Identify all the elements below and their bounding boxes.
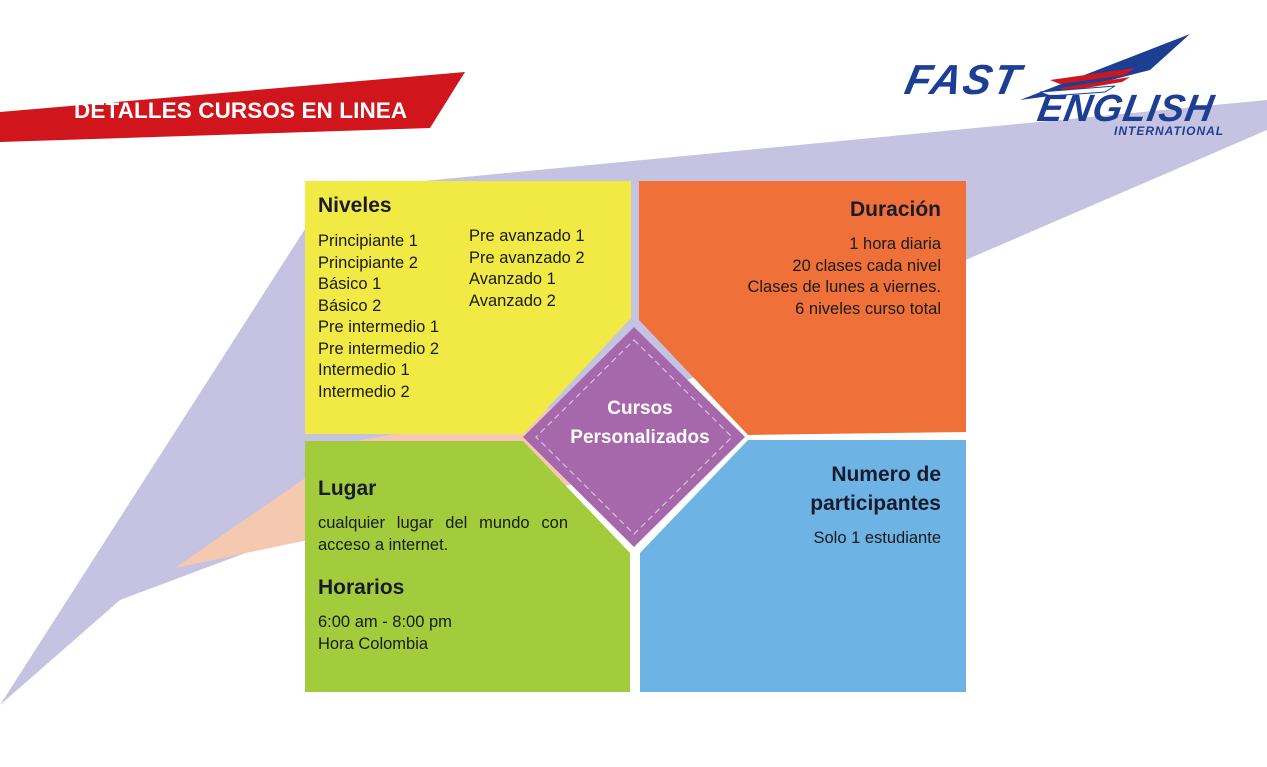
nivel-item: Básico 1	[318, 275, 382, 293]
participantes-item: Solo 1 estudiante	[813, 529, 941, 547]
participantes-title-1: Numero de	[831, 463, 941, 486]
participantes-title-2: participantes	[810, 492, 941, 515]
nivel-item: Pre intermedio 2	[318, 339, 440, 358]
nivel-item: Pre avanzado 1	[469, 227, 585, 245]
nivel-item: Avanzado 1	[469, 270, 556, 288]
banner-shape	[0, 72, 465, 142]
horarios-section: Horarios 6:00 am - 8:00 pm Hora Colombia	[318, 576, 452, 655]
center-label: Cursos Personalizados	[540, 394, 740, 452]
nivel-item: Intermedio 2	[318, 382, 410, 401]
lugar-item: cualquier lugar del mundo con	[318, 514, 568, 532]
duracion-title: Duración	[849, 198, 941, 221]
lugar-item: acceso a internet.	[318, 535, 449, 554]
center-line-2: Personalizados	[570, 427, 710, 448]
duracion-item: 6 niveles curso total	[795, 299, 941, 318]
center-diamond	[523, 327, 745, 547]
nivel-item: Pre avanzado 2	[469, 248, 585, 267]
lugar-panel	[305, 441, 630, 692]
logo-wings-icon	[1020, 34, 1190, 100]
niveles-panel	[305, 181, 631, 434]
duracion-item: 1 hora diaria	[849, 235, 941, 253]
duracion-panel	[639, 181, 966, 435]
nivel-item: Principiante 2	[318, 253, 418, 272]
logo-fast: FAST	[901, 56, 1027, 103]
horarios-title: Horarios	[318, 576, 405, 599]
logo-international: INTERNATIONAL	[1114, 124, 1225, 138]
niveles-col2: Pre avanzado 1 Pre avanzado 2 Avanzado 1…	[469, 226, 585, 312]
participantes-section: Numero de participantes Solo 1 estudiant…	[810, 460, 941, 550]
lugar-section: Lugar cualquier lugar del mundo con acce…	[318, 477, 568, 556]
horarios-item: Hora Colombia	[318, 634, 429, 653]
nivel-item: Intermedio 1	[318, 361, 410, 379]
duracion-item: Clases de lunes a viernes.	[747, 278, 941, 296]
nivel-item: Avanzado 2	[469, 291, 556, 310]
participantes-panel	[640, 440, 966, 692]
nivel-item: Básico 2	[318, 296, 382, 315]
nivel-item: Principiante 1	[318, 232, 418, 250]
center-line-1: Cursos	[607, 398, 673, 419]
horarios-item: 6:00 am - 8:00 pm	[318, 613, 452, 631]
duracion-item: 20 clases cada nivel	[792, 256, 941, 275]
niveles-title: Niveles	[318, 194, 392, 217]
banner-title: DETALLES CURSOS EN LINEA	[74, 98, 408, 123]
niveles-col1: Principiante 1 Principiante 2 Básico 1 B…	[318, 231, 439, 403]
niveles-section: Niveles	[318, 194, 392, 218]
lugar-title: Lugar	[318, 477, 377, 500]
duracion-section: Duración 1 hora diaria 20 clases cada ni…	[747, 198, 941, 320]
nivel-item: Pre intermedio 1	[318, 318, 440, 336]
